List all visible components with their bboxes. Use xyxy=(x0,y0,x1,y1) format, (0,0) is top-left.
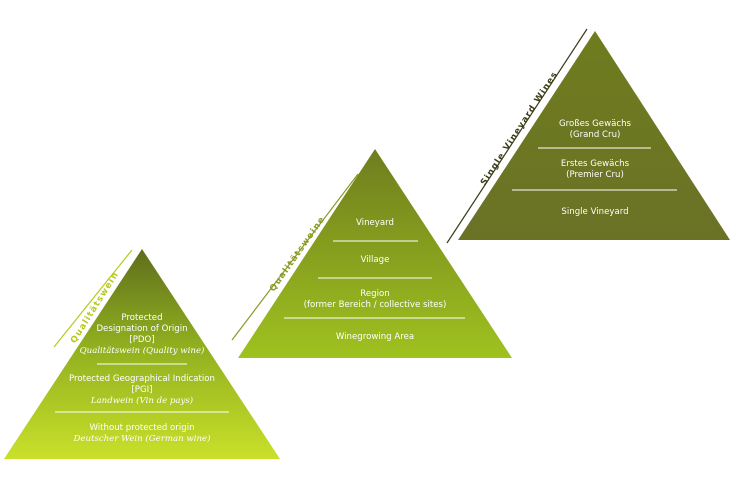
pyramid-3-shape xyxy=(458,31,730,240)
level-text: [PGI] xyxy=(131,385,153,395)
level-italic-text: Landwein (Vin de pays) xyxy=(90,396,194,406)
pyramid-1-level-1: Protected Designation of Origin [PDO] Qu… xyxy=(80,313,205,357)
pyramid-2-level-3: Region (former Bereich / collective site… xyxy=(304,289,447,311)
level-text: (former Bereich / collective sites) xyxy=(303,300,447,310)
pyramid-3-level-2: Erstes Gewächs (Premier Cru) xyxy=(561,159,629,181)
pyramid-1-side-line xyxy=(53,249,133,348)
level-text: Village xyxy=(360,255,390,265)
level-text: Protected xyxy=(121,313,163,323)
level-text: Vineyard xyxy=(355,218,395,228)
level-text: Protected Geographical Indication xyxy=(69,374,215,384)
pyramid-2-level-4: Winegrowing Area xyxy=(336,332,414,343)
pyramid-3-level-1: Großes Gewächs (Grand Cru) xyxy=(559,119,631,141)
pyramid-2-side-line xyxy=(231,173,359,341)
pyramid-2-level-1: Vineyard xyxy=(356,218,394,229)
level-text: Erstes Gewächs xyxy=(560,159,630,169)
level-italic-text: Qualitätswein (Quality wine) xyxy=(79,346,205,356)
level-text: (Premier Cru) xyxy=(566,170,624,180)
pyramid-1-level-2: Protected Geographical Indication [PGI] … xyxy=(69,374,215,407)
level-text: Without protected origin xyxy=(89,423,195,433)
level-text: Region xyxy=(360,289,390,299)
pyramid-2-shape xyxy=(238,149,512,358)
level-text: Designation of Origin xyxy=(96,324,188,334)
pyramid-1-shape xyxy=(4,249,280,459)
pyramid-2-level-2: Village xyxy=(361,255,390,266)
pyramid-3-level-3: Single Vineyard xyxy=(561,207,628,218)
level-text: [PDO] xyxy=(129,335,155,345)
level-text: Winegrowing Area xyxy=(335,332,415,342)
pyramid-1-level-3: Without protected origin Deutscher Wein … xyxy=(74,423,211,445)
pyramid-3-side-line xyxy=(446,28,588,244)
level-text: (Grand Cru) xyxy=(569,130,621,140)
level-text: Single Vineyard xyxy=(561,207,629,217)
level-italic-text: Deutscher Wein (German wine) xyxy=(73,434,211,444)
level-text: Großes Gewächs xyxy=(558,119,632,129)
